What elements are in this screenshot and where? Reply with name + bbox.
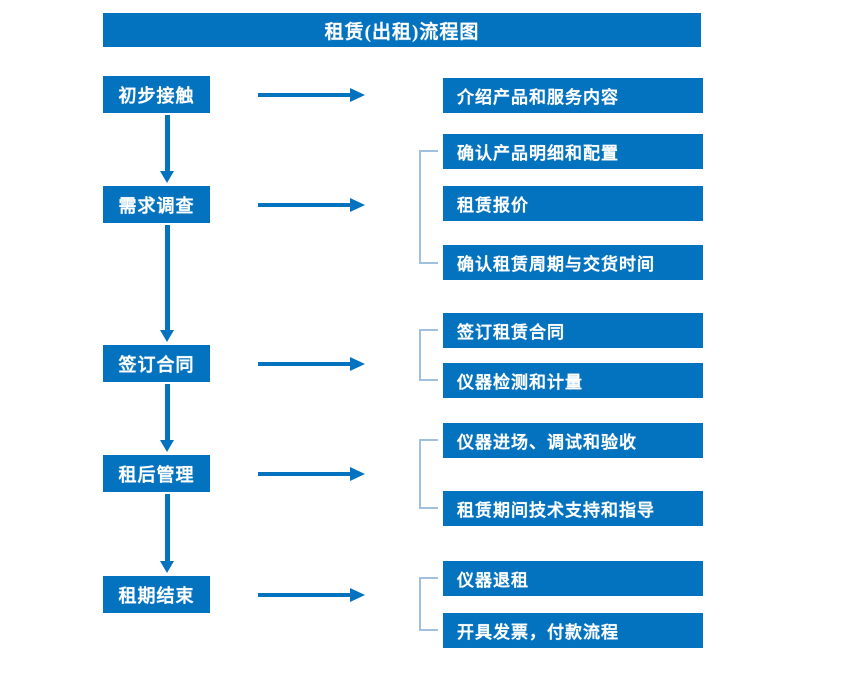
- stage-box: 初步接触: [103, 76, 210, 113]
- group-bracket: [419, 329, 438, 381]
- right-arrow-icon: [258, 467, 365, 481]
- right-arrow-icon: [258, 588, 365, 602]
- right-arrow-icon: [258, 198, 365, 212]
- page-title: 租赁(出租)流程图: [103, 13, 701, 47]
- detail-box: 仪器检测和计量: [443, 363, 703, 398]
- down-arrow-icon: [160, 115, 174, 183]
- detail-box: 介绍产品和服务内容: [443, 78, 703, 113]
- arrow-head: [350, 198, 365, 212]
- arrow-head: [350, 88, 365, 102]
- right-arrow-icon: [258, 88, 365, 102]
- stage-box: 租后管理: [103, 455, 210, 492]
- arrow-shaft: [258, 472, 350, 476]
- arrow-head: [160, 330, 174, 342]
- arrow-head: [160, 171, 174, 183]
- down-arrow-icon: [160, 494, 174, 573]
- detail-box: 仪器进场、调试和验收: [443, 423, 703, 458]
- arrow-shaft: [165, 494, 170, 561]
- arrow-shaft: [258, 362, 350, 366]
- down-arrow-icon: [160, 225, 174, 342]
- group-bracket: [419, 439, 438, 509]
- detail-box: 仪器退租: [443, 561, 703, 596]
- stage-box: 需求调查: [103, 186, 210, 223]
- arrow-shaft: [165, 115, 170, 171]
- group-bracket: [419, 150, 438, 264]
- stage-box: 租期结束: [103, 576, 210, 613]
- right-arrow-icon: [258, 357, 365, 371]
- arrow-shaft: [165, 384, 170, 440]
- detail-box: 租赁报价: [443, 186, 703, 221]
- arrow-head: [350, 588, 365, 602]
- detail-box: 租赁期间技术支持和指导: [443, 491, 703, 526]
- detail-box: 确认产品明细和配置: [443, 134, 703, 169]
- arrow-shaft: [258, 593, 350, 597]
- detail-box: 签订租赁合同: [443, 313, 703, 348]
- arrow-head: [160, 440, 174, 452]
- stage-box: 签订合同: [103, 345, 210, 382]
- arrow-head: [350, 357, 365, 371]
- detail-box: 开具发票，付款流程: [443, 613, 703, 648]
- down-arrow-icon: [160, 384, 174, 452]
- arrow-head: [160, 561, 174, 573]
- arrow-shaft: [165, 225, 170, 330]
- group-bracket: [419, 577, 438, 631]
- arrow-shaft: [258, 93, 350, 97]
- arrow-shaft: [258, 203, 350, 207]
- detail-box: 确认租赁周期与交货时间: [443, 245, 703, 280]
- arrow-head: [350, 467, 365, 481]
